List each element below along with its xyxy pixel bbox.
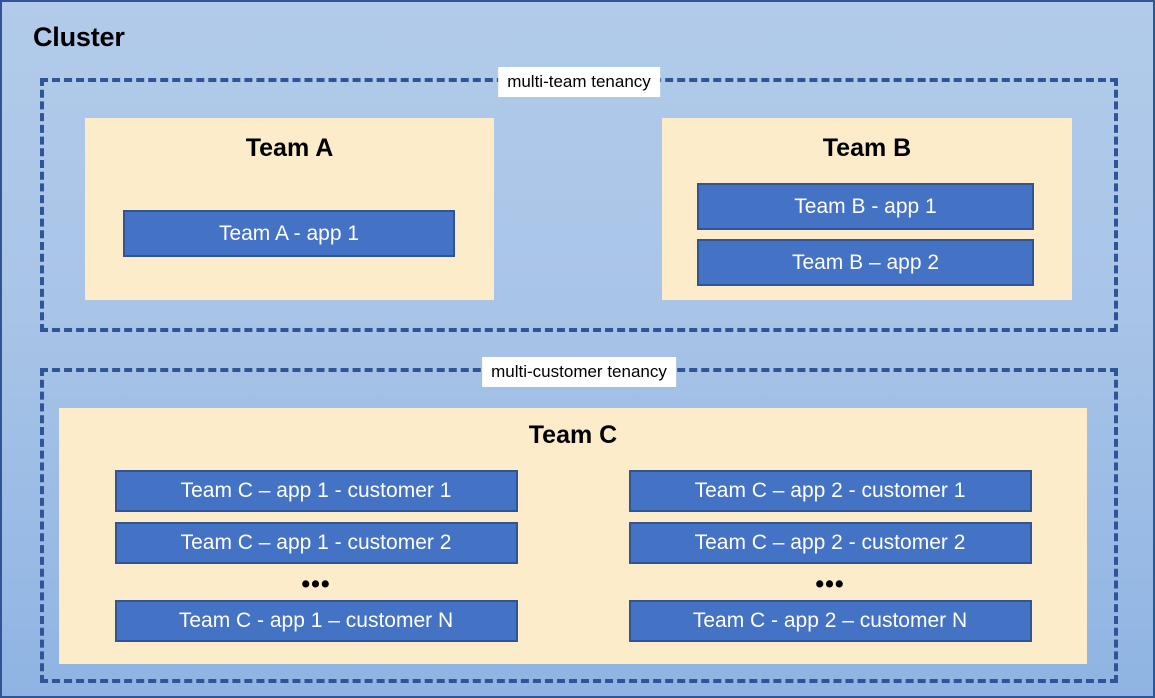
multi-team-tenancy-label: multi-team tenancy xyxy=(498,67,660,97)
team-b-app-list: Team B - app 1 Team B – app 2 xyxy=(697,183,1034,286)
multi-customer-tenancy-group: multi-customer tenancy xyxy=(40,357,1118,683)
ellipsis-team-c-app-1: ••• xyxy=(301,570,331,598)
app-box-team-a-app-1[interactable]: Team A - app 1 xyxy=(123,210,455,257)
app-box-team-b-app-1[interactable]: Team B - app 1 xyxy=(697,183,1034,230)
multi-customer-tenancy-label: multi-customer tenancy xyxy=(482,357,676,387)
team-c-app-1-column: Team C – app 1 - customer 1 Team C – app… xyxy=(114,470,518,642)
multi-team-tenancy-group: multi-team tenancy xyxy=(40,67,1118,332)
team-c-app-columns: Team C – app 1 - customer 1 Team C – app… xyxy=(59,470,1087,642)
ellipsis-team-c-app-2: ••• xyxy=(815,570,845,598)
team-c-app-2-column: Team C – app 2 - customer 1 Team C – app… xyxy=(628,470,1032,642)
app-box-team-c-app-1-customer-n[interactable]: Team C - app 1 – customer N xyxy=(114,600,518,642)
team-c-title: Team C xyxy=(528,421,618,449)
app-box-team-c-app-1-customer-1[interactable]: Team C – app 1 - customer 1 xyxy=(114,470,518,512)
team-a-app-list: Team A - app 1 xyxy=(123,210,455,257)
app-box-team-c-app-2-customer-n[interactable]: Team C - app 2 – customer N xyxy=(628,600,1032,642)
app-box-team-b-app-2[interactable]: Team B – app 2 xyxy=(697,239,1034,286)
team-a-panel: Team A xyxy=(85,118,494,300)
team-b-title: Team B xyxy=(822,134,912,162)
app-box-team-c-app-1-customer-2[interactable]: Team C – app 1 - customer 2 xyxy=(114,522,518,564)
app-box-team-c-app-2-customer-1[interactable]: Team C – app 2 - customer 1 xyxy=(628,470,1032,512)
team-a-title: Team A xyxy=(245,134,334,162)
page-title: Cluster xyxy=(33,22,125,52)
app-box-team-c-app-2-customer-2[interactable]: Team C – app 2 - customer 2 xyxy=(628,522,1032,564)
